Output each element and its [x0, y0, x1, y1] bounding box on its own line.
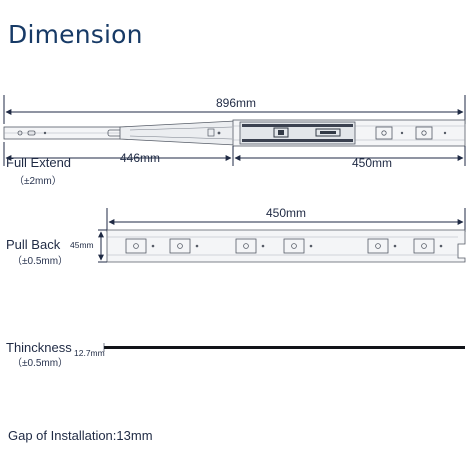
pull-back-rail [106, 229, 466, 263]
full-extend-label: Full Extend [6, 155, 72, 170]
mounting-slot [413, 238, 443, 254]
full-extend-tolerance: （±2mm） [14, 176, 62, 187]
thickness-label: Thinckness [6, 340, 72, 355]
mounting-slot [235, 238, 265, 254]
mounting-slot [169, 238, 199, 254]
pull-back-mounting-slots [125, 238, 443, 254]
dimension-450-pullback-label: 450mm [266, 206, 307, 220]
pull-back-dimension-450 [106, 208, 466, 232]
thickness-line [103, 343, 465, 352]
full-extend-dimension-450 [234, 146, 466, 166]
gap-of-installation-label: Gap of Installation:13mm [8, 428, 153, 443]
dimension-446-label: 446mm [120, 151, 161, 165]
dimension-896-label: 896mm [216, 96, 257, 110]
full-extend-dimension-446 [3, 142, 234, 166]
dimension-450-full-label: 450mm [352, 156, 393, 170]
full-extend-dimension-896 [3, 95, 466, 124]
full-extend-rail [3, 119, 466, 147]
thickness-tolerance: （±0.5mm） [12, 358, 69, 369]
pull-back-label: Pull Back [6, 237, 61, 252]
mounting-slot [367, 238, 397, 254]
pull-back-height-label: 45mm [70, 240, 94, 250]
mounting-slot [283, 238, 313, 254]
pull-back-tolerance: （±0.5mm） [12, 256, 69, 267]
pull-back-height-dimension [98, 229, 107, 263]
mounting-slot [125, 238, 155, 254]
thickness-value-label: 12.7mm [74, 348, 105, 358]
page-title: Dimension [8, 20, 143, 49]
